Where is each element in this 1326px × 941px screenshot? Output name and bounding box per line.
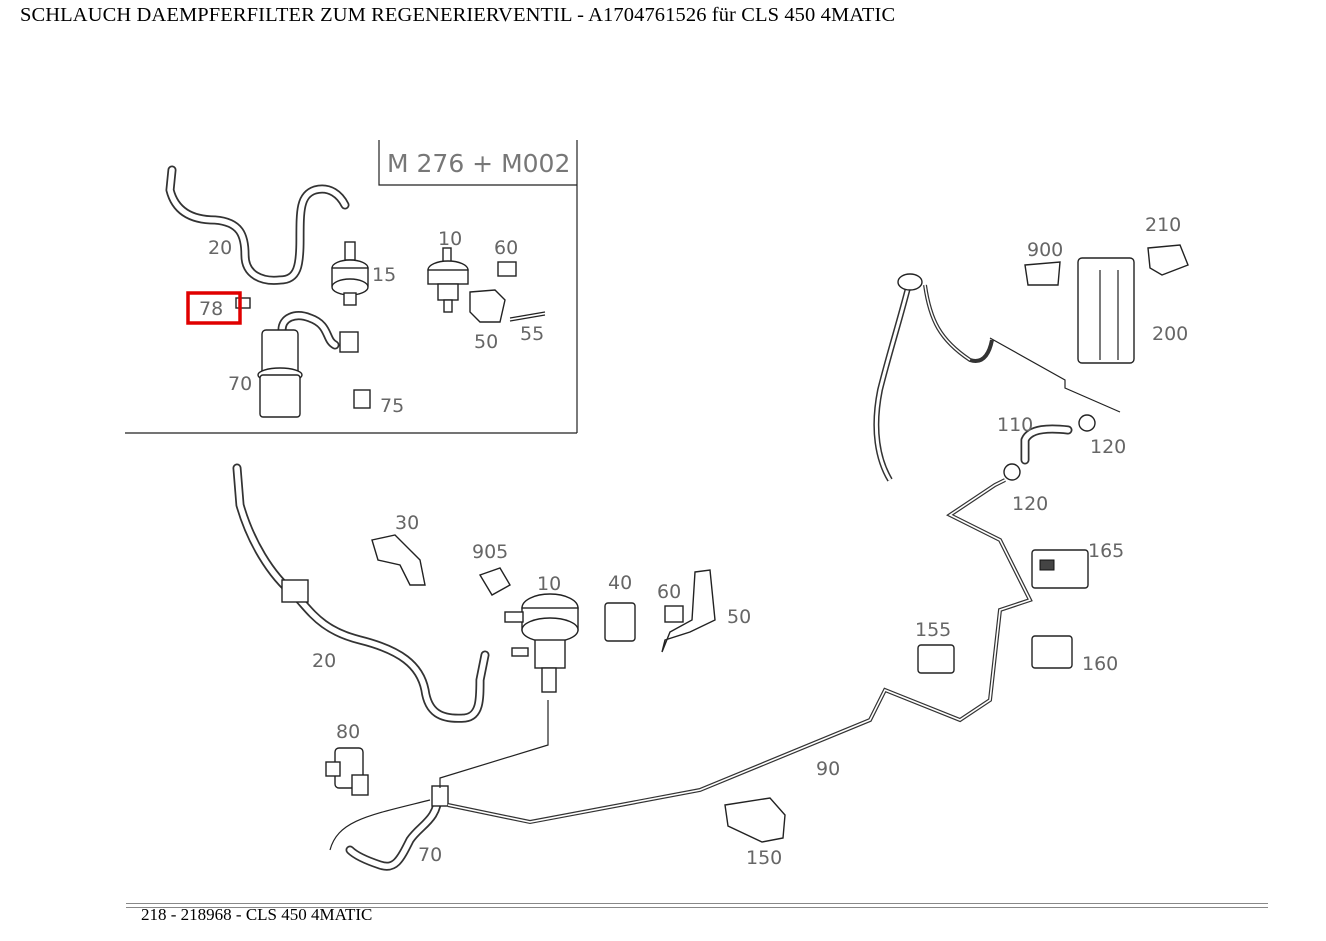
main-label-155: 155 <box>915 619 951 641</box>
main-label-905: 905 <box>472 541 508 563</box>
main-label-110: 110 <box>997 414 1033 436</box>
main-parts-900-200-210 <box>1024 244 1189 364</box>
main-clip-30 <box>371 534 426 586</box>
main-hose-20 <box>232 463 490 723</box>
footer-text: 218 - 218968 - CLS 450 4MATIC <box>141 905 373 924</box>
main-label-120a: 120 <box>1090 436 1126 458</box>
inset-label-10: 10 <box>438 228 462 250</box>
inset-label-15: 15 <box>372 264 396 286</box>
main-label-210: 210 <box>1145 214 1181 236</box>
inset-parts-60-50-55 <box>469 261 546 323</box>
page-title: SCHLAUCH DAEMPFERFILTER ZUM REGENERIERVE… <box>20 4 896 26</box>
main-label-60: 60 <box>657 581 681 603</box>
inset-valve-10 <box>427 247 469 313</box>
main-label-30: 30 <box>395 512 419 534</box>
inset-label-60: 60 <box>494 237 518 259</box>
inset-frame: M 276 + M002 <box>125 140 578 434</box>
highlighted-part-78[interactable]: 78 <box>186 291 242 325</box>
inset-hose-20 <box>165 165 350 285</box>
highlight-box <box>186 291 242 325</box>
main-parts-150-165 <box>724 549 1089 843</box>
inset-label-20: 20 <box>208 237 232 259</box>
main-label-20: 20 <box>312 650 336 672</box>
main-label-90: 90 <box>816 758 840 780</box>
inset-label-75: 75 <box>380 395 404 417</box>
main-label-50: 50 <box>727 606 751 628</box>
inset-labels: 20 15 10 60 50 55 70 75 <box>208 228 544 417</box>
footer-divider <box>126 903 1268 908</box>
main-label-80: 80 <box>336 721 360 743</box>
main-label-120b: 120 <box>1012 493 1048 515</box>
main-harness <box>873 273 1121 482</box>
highlight-label-78: 78 <box>199 298 223 320</box>
inset-label-55: 55 <box>520 323 544 345</box>
inset-label-70: 70 <box>228 373 252 395</box>
main-parts-40-60-50 <box>604 569 716 653</box>
inset-parts-70-75-78 <box>235 297 371 418</box>
inset-title: M 276 + M002 <box>387 149 570 178</box>
main-valve-80 <box>325 747 369 796</box>
inset-label-50: 50 <box>474 331 498 353</box>
main-label-160: 160 <box>1082 653 1118 675</box>
main-label-200: 200 <box>1152 323 1188 345</box>
main-label-10: 10 <box>537 573 561 595</box>
inset-valve-15 <box>331 241 369 306</box>
main-hose-70 <box>329 785 449 871</box>
main-canister-10 <box>478 567 579 693</box>
main-label-150: 150 <box>746 847 782 869</box>
main-label-165: 165 <box>1088 540 1124 562</box>
main-parts-110-120 <box>1003 414 1096 481</box>
main-line-90 <box>447 478 1033 825</box>
main-labels: 20 30 905 10 40 60 50 80 70 90 150 155 1… <box>312 214 1188 869</box>
main-label-40: 40 <box>608 572 632 594</box>
main-label-70: 70 <box>418 844 442 866</box>
main-label-900: 900 <box>1027 239 1063 261</box>
